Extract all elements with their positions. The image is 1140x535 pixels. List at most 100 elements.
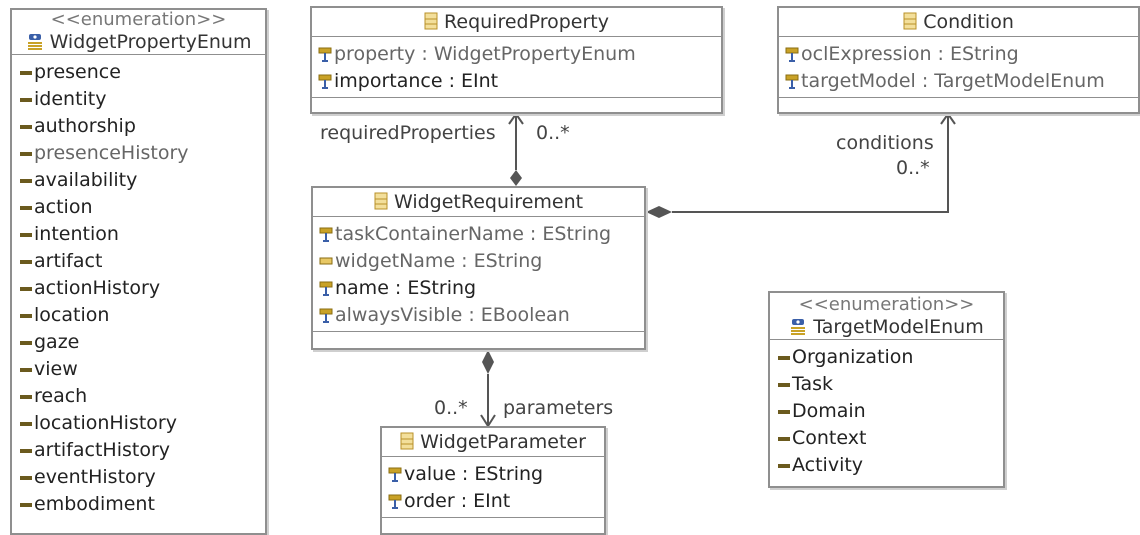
conditions-link[interactable] (646, 112, 956, 218)
stereotype-label: <<enumeration>> (50, 9, 227, 30)
literal-row: presence (12, 59, 265, 86)
required-attribute-icon (785, 47, 799, 62)
class-icon (400, 432, 414, 450)
class-header: Condition (779, 8, 1138, 37)
class-name: WidgetParameter (400, 431, 586, 453)
literal-icon (20, 503, 32, 507)
class-header: RequiredProperty (312, 8, 721, 37)
class-name: WidgetRequirement (374, 191, 583, 213)
required-properties-role: requiredProperties (320, 122, 496, 144)
literal-icon (778, 356, 790, 360)
literal-row: Task (770, 371, 1003, 398)
attribute-row: oclExpression : EString (779, 41, 1138, 68)
conditions-role: conditions (836, 132, 934, 154)
literal-row: embodiment (12, 491, 265, 518)
literal-row: identity (12, 86, 265, 113)
required-property-class[interactable]: RequiredProperty property : WidgetProper… (310, 6, 723, 114)
literal-icon (20, 314, 32, 318)
required-attribute-icon (388, 494, 402, 509)
literal-icon (20, 152, 32, 156)
attribute-row: name : EString (313, 275, 644, 302)
literal-icon (20, 341, 32, 345)
required-properties-multiplicity: 0..* (536, 122, 570, 144)
literal-list: Organization Task Domain Context Activit… (770, 340, 1003, 481)
literal-row: locationHistory (12, 410, 265, 437)
class-icon (374, 192, 388, 210)
attribute-icon (319, 257, 333, 265)
literal-row: authorship (12, 113, 265, 140)
required-attribute-icon (318, 47, 332, 62)
class-header: WidgetParameter (382, 428, 604, 457)
attribute-list: taskContainerName : EString widgetName :… (313, 217, 644, 332)
attribute-list: property : WidgetPropertyEnum importance… (312, 37, 721, 98)
attribute-list: value : EString order : EInt (382, 457, 604, 518)
literal-icon (778, 464, 790, 468)
literal-row: Context (770, 425, 1003, 452)
enum-icon (791, 319, 806, 335)
literal-row: intention (12, 221, 265, 248)
attribute-row: value : EString (382, 461, 604, 488)
literal-row: artifactHistory (12, 437, 265, 464)
literal-icon (20, 179, 32, 183)
required-attribute-icon (785, 74, 799, 89)
literal-icon (20, 476, 32, 480)
conditions-multiplicity: 0..* (896, 157, 930, 179)
literal-icon (20, 206, 32, 210)
attribute-row: targetModel : TargetModelEnum (779, 68, 1138, 95)
condition-class[interactable]: Condition oclExpression : EString target… (777, 6, 1140, 114)
operations-compartment (779, 98, 1138, 114)
widget-property-enum-class[interactable]: <<enumeration>> WidgetPropertyEnum prese… (10, 8, 267, 535)
stereotype-label: <<enumeration>> (798, 294, 975, 315)
class-name: RequiredProperty (424, 11, 609, 33)
required-attribute-icon (318, 74, 332, 89)
literal-icon (20, 125, 32, 129)
target-model-enum-class[interactable]: <<enumeration>> TargetModelEnum Organiza… (768, 291, 1005, 488)
class-name: Condition (903, 11, 1014, 33)
parameters-role: parameters (503, 397, 614, 419)
enum-icon (27, 34, 42, 50)
operations-compartment (313, 332, 644, 348)
literal-row: availability (12, 167, 265, 194)
attribute-row: alwaysVisible : EBoolean (313, 302, 644, 329)
literal-icon (20, 233, 32, 237)
literal-icon (20, 71, 32, 75)
literal-icon (778, 383, 790, 387)
parameters-link[interactable] (480, 350, 496, 428)
attribute-row: importance : EInt (312, 68, 721, 95)
literal-row: actionHistory (12, 275, 265, 302)
attribute-row: widgetName : EString (313, 248, 644, 275)
class-icon (903, 12, 917, 30)
literal-icon (20, 368, 32, 372)
literal-row: Domain (770, 398, 1003, 425)
operations-compartment (312, 98, 721, 114)
required-attribute-icon (388, 467, 402, 482)
attribute-row: order : EInt (382, 488, 604, 515)
literal-row: Organization (770, 344, 1003, 371)
required-attribute-icon (319, 281, 333, 296)
widget-requirement-class[interactable]: WidgetRequirement taskContainerName : ES… (311, 186, 646, 350)
class-header: <<enumeration>> TargetModelEnum (770, 293, 1003, 340)
literal-row: action (12, 194, 265, 221)
parameters-multiplicity: 0..* (434, 397, 468, 419)
literal-list: presence identity authorship presenceHis… (12, 55, 265, 520)
literal-icon (20, 449, 32, 453)
required-properties-link[interactable] (508, 112, 524, 186)
literal-row: location (12, 302, 265, 329)
literal-icon (20, 260, 32, 264)
literal-row: reach (12, 383, 265, 410)
literal-icon (20, 287, 32, 291)
literal-icon (778, 437, 790, 441)
literal-row: presenceHistory (12, 140, 265, 167)
required-attribute-icon (319, 227, 333, 242)
widget-parameter-class[interactable]: WidgetParameter value : EString order : … (380, 426, 606, 535)
required-attribute-icon (319, 308, 333, 323)
class-name: TargetModelEnum (789, 316, 984, 338)
attribute-row: taskContainerName : EString (313, 221, 644, 248)
literal-row: gaze (12, 329, 265, 356)
class-name: WidgetPropertyEnum (26, 31, 251, 53)
literal-icon (20, 98, 32, 102)
literal-icon (778, 410, 790, 414)
attribute-list: oclExpression : EString targetModel : Ta… (779, 37, 1138, 98)
literal-icon (20, 422, 32, 426)
